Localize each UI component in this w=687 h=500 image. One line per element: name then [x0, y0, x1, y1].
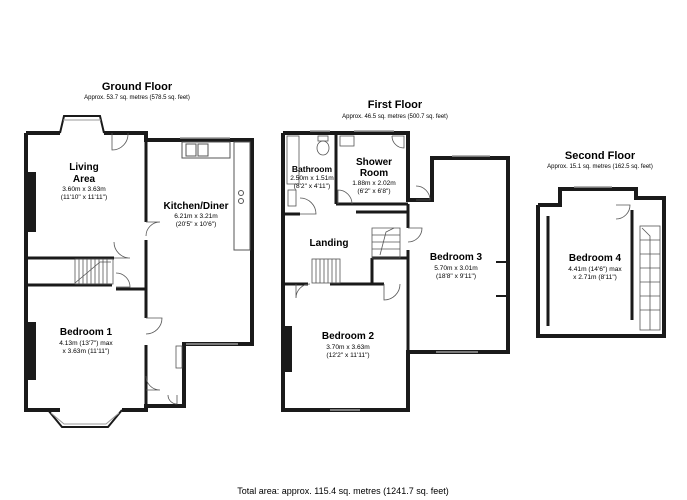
bedroom2-dimensions-imperial: (12'2" x 11'11"): [326, 352, 369, 359]
bathroom-dimensions-imperial: (8'2" x 4'11"): [294, 183, 330, 190]
first-floor-area: Approx. 46.5 sq. metres (500.7 sq. feet): [342, 114, 448, 120]
second-internal-walls: [546, 210, 634, 326]
second-floor-area: Approx. 15.1 sq. metres (162.5 sq. feet): [547, 164, 653, 170]
shower-room-name: Shower: [356, 157, 392, 168]
landing-name: Landing: [310, 238, 349, 249]
bedroom1-chimney-breast: [26, 322, 36, 380]
bedroom1-dimensions: 4.13m (13'7") max: [59, 340, 113, 347]
bedroom1-name: Bedroom 1: [60, 327, 113, 338]
shower-room-name-2: Room: [360, 168, 388, 179]
bedroom3-dimensions-imperial: (18'8" x 9'11"): [436, 273, 476, 280]
first-stairs: [311, 227, 401, 284]
bedroom3-dimensions: 5.70m x 3.01m: [434, 265, 478, 272]
shower-room-dimensions-imperial: (6'2" x 6'8"): [357, 188, 390, 195]
living-area-dimensions: 3.60m x 3.63m: [62, 186, 106, 193]
first-internal-walls: [283, 133, 410, 352]
ground-stairs: [74, 258, 114, 285]
second-stairs: [639, 225, 661, 331]
bedroom3-name: Bedroom 3: [430, 252, 483, 263]
bedroom1-dimensions-imperial: x 3.63m (11'11"): [63, 348, 110, 355]
bedroom4-dimensions-imperial: x 2.71m (8'11"): [573, 274, 617, 281]
second-floor-title: Second Floor: [565, 150, 636, 162]
kitchen-diner-dimensions-imperial: (20'5" x 10'6"): [176, 221, 217, 228]
ground-outer-walls: [24, 131, 254, 412]
kitchen-worktops: [181, 141, 251, 251]
bathroom-dimensions: 2.50m x 1.51m: [290, 175, 334, 182]
ground-floor-title: Ground Floor: [102, 81, 173, 93]
bathroom-name: Bathroom: [292, 164, 333, 174]
second-floor: Second Floor Approx. 15.1 sq. metres (16…: [536, 150, 666, 338]
living-area-name: Living: [69, 162, 98, 173]
living-area-name-2: Area: [73, 174, 96, 185]
first-outer-walls: [281, 131, 510, 412]
first-floor-title: First Floor: [368, 99, 423, 111]
ground-floor-area: Approx. 53.7 sq. metres (578.5 sq. feet): [84, 95, 190, 101]
first-doors: [295, 185, 431, 301]
first-floor: First Floor Approx. 46.5 sq. metres (500…: [281, 99, 510, 412]
total-area: Total area: approx. 115.4 sq. metres (12…: [237, 486, 448, 496]
shower-room-dimensions: 1.88m x 2.02m: [352, 180, 396, 187]
bedroom4-name: Bedroom 4: [569, 253, 622, 264]
bedroom4-dimensions: 4.41m (14'6") max: [568, 266, 622, 273]
kitchen-diner-dimensions: 6.21m x 3.21m: [174, 213, 218, 220]
second-outer-walls: [536, 187, 666, 338]
bedroom2-name: Bedroom 2: [322, 331, 375, 342]
ground-floor: Ground Floor Approx. 53.7 sq. metres (57…: [24, 81, 254, 428]
bathroom-fixtures: [286, 135, 405, 207]
bedroom2-dimensions: 3.70m x 3.63m: [326, 344, 370, 351]
bedroom2-chimney-breast: [283, 326, 292, 372]
living-chimney-breast: [26, 172, 36, 232]
ground-doors: [111, 132, 178, 405]
bedroom1-bay-window: [47, 409, 123, 428]
kitchen-diner-name: Kitchen/Diner: [163, 201, 228, 212]
ground-internal-walls: [26, 140, 148, 406]
living-bay-window: [59, 115, 105, 134]
living-area-dimensions-imperial: (11'10" x 11'11"): [61, 194, 107, 201]
